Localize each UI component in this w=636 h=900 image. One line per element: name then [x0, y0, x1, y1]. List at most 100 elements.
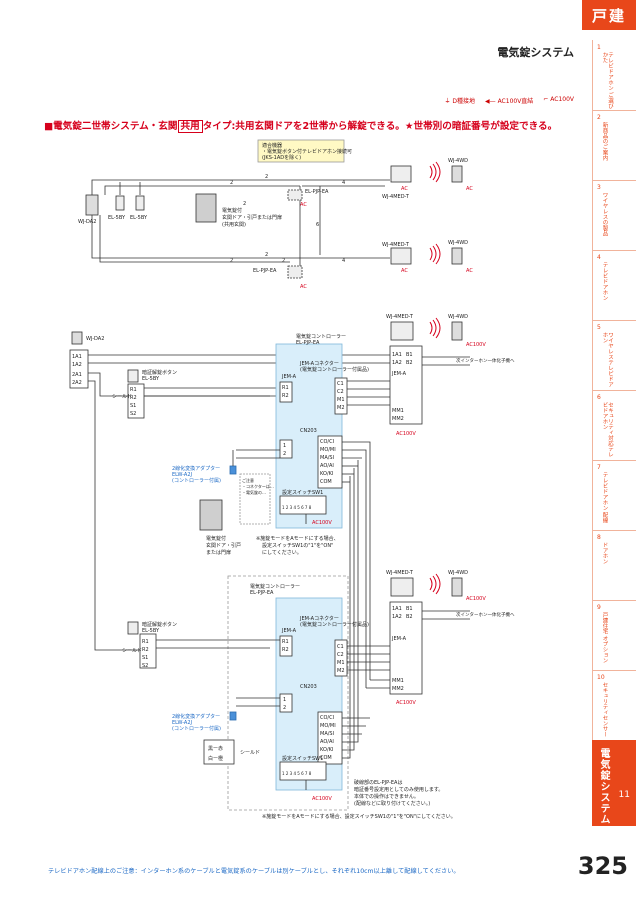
label-ac-b: AC	[466, 186, 473, 192]
compat-line1: ・電気錠ボタン付テレビドアホン接続可	[262, 148, 352, 155]
monitor-b-label: WJ-4MED-T	[386, 570, 414, 576]
dashed-note-4: (配線などに取り付けてください。)	[354, 800, 430, 807]
btn-a-r2: R2	[130, 395, 137, 401]
note-a-3: にしてください。	[262, 549, 302, 556]
mon-b-jem: JEM-A	[391, 636, 407, 642]
mon-b-b2: B2	[406, 614, 413, 620]
mon-a-mm2: MM2	[392, 416, 404, 422]
tab-active-electric-lock[interactable]: 電気錠システム 11	[592, 740, 636, 826]
dashed-note-3: 本体での操作はできません。	[354, 793, 419, 800]
wire-count-9: 4	[342, 258, 345, 264]
compat-line2: (JKS-1ADを除く)	[262, 154, 301, 161]
btn-b-r1: R1	[142, 639, 149, 645]
jem-a-m1: M1	[337, 397, 345, 403]
cn-a-1: 1	[283, 443, 286, 449]
shield-b: シールド	[122, 648, 142, 654]
note-b: ※施錠モードをAモードにする場合、設定スイッチSW1の"1"を"ON"にしてくだ…	[262, 813, 456, 820]
wiring-legend: ⏚ D種接地 ◀— AC100V直結 ⌐ AC100V	[444, 96, 574, 105]
adapter-note-3: ・電気錠の…	[242, 489, 266, 495]
dashed-note-2: 暗証番号設定用としてのみ使用します。	[354, 786, 443, 793]
ctrl-b-ac: AC100V	[312, 796, 332, 802]
jem-a-c2: C2	[337, 389, 344, 395]
adapter-note-2: ・コネクターは…	[242, 483, 274, 489]
wire-count-1: 2	[265, 174, 268, 180]
label-el-5by-b: EL-5BY	[130, 215, 148, 221]
sw-a-label: 設定スイッチSW1	[282, 489, 323, 496]
button-b-label-1: 暗証解錠ボタン	[142, 621, 177, 628]
btn-a-s2: S2	[130, 411, 136, 417]
jem-b-c2: C2	[337, 652, 344, 658]
cn-a-t5: KO/KI	[320, 471, 333, 477]
cn-b-2: 2	[283, 705, 286, 711]
mon-a-mm1: MM1	[392, 408, 404, 414]
da2-term-2: 1A2	[72, 362, 82, 368]
adapter-a-2: ELW-A2J	[172, 472, 192, 478]
cn-a-label: CN203	[300, 428, 317, 434]
mon-b-mm2: MM2	[392, 686, 404, 692]
jem-a-c1: C1	[337, 381, 344, 387]
wire-count-4: 2	[243, 201, 246, 207]
note-a-2: 設定スイッチSW1の"1"を"ON"	[262, 542, 333, 549]
mon-a-1a2: 1A2	[392, 360, 402, 366]
sw-b-label: 設定スイッチSW1	[282, 755, 323, 762]
label-monitor-b: WJ-4MED-T	[382, 242, 410, 248]
cn-a-t4: AO/AI	[320, 463, 334, 469]
da2-term-4: 2A2	[72, 380, 82, 386]
cn-b-t2: MO/MI	[320, 723, 336, 729]
label-door-2: 玄関ドア・引戸または門扉	[222, 214, 282, 221]
wire-count-6: 6	[316, 222, 319, 228]
mon-a-b2: B2	[406, 360, 413, 366]
jem-conn-a-1: JEM-Aコネクター	[299, 360, 339, 367]
adapter-note-1: ご注意	[242, 477, 254, 483]
note-a-1: ※施錠モードをAモードにする場合、	[256, 535, 339, 542]
adapter-a-1: 2線化変換アダプター	[172, 465, 220, 472]
jem-a-m2: M2	[337, 405, 345, 411]
jem-b-c1: C1	[337, 644, 344, 650]
headline-box: 共用	[177, 120, 203, 133]
ctrl-b-label-1: 電気錠コントローラー	[250, 583, 300, 590]
cn-a-t1: CO/CI	[320, 439, 334, 445]
jem-b-m1: M1	[337, 660, 345, 666]
legend-ac: ⌐ AC100V	[543, 96, 574, 103]
jem-conn-b-1: JEM-Aコネクター	[299, 615, 339, 622]
btn-a-s1: S1	[130, 403, 136, 409]
label-ac-e: AC	[300, 202, 307, 208]
compat-title: 適合機器	[262, 142, 282, 149]
btn-b-s2: S2	[142, 663, 148, 669]
ctrl-b-r2: R2	[282, 647, 289, 653]
button-a-label-1: 暗証解錠ボタン	[142, 369, 177, 376]
mon-b-mm1: MM1	[392, 678, 404, 684]
footer-note: テレビドアホン配線上のご注意：インターホン系のケーブルと電気錠系のケーブルは別ケ…	[48, 868, 460, 875]
mon-b-1a2: 1A2	[392, 614, 402, 620]
shield-c: シールド	[240, 750, 260, 756]
ctrl-b-r1: R1	[282, 639, 289, 645]
label-door-3: (共用玄関)	[222, 221, 246, 228]
cn-b-label: CN203	[300, 684, 317, 690]
wire-bw-1: 黒ー赤	[208, 746, 223, 752]
door-b-2: 玄関ドア・引戸	[206, 542, 241, 549]
da2-term-1: 1A1	[72, 354, 82, 360]
label-monitor-a: WJ-4MED-T	[382, 194, 410, 200]
next-station-b: 次インターホン一体化子機へ	[456, 611, 515, 618]
wire-count-2: 2	[230, 180, 233, 186]
next-station-a: 次インターホン一体化子機へ	[456, 357, 515, 364]
adapter-b-3: (コントローラー付属)	[172, 725, 221, 732]
wire-count-7: 2	[230, 258, 233, 264]
mon-a-1a1: 1A1	[392, 352, 402, 358]
page-number: 325	[577, 852, 628, 880]
sw-b-nums: 1 2 3 4 5 6 7 8	[282, 771, 312, 776]
page-title: 電気錠システム	[497, 46, 574, 59]
category-badge: 戸建	[582, 0, 636, 30]
cn-b-1: 1	[283, 697, 286, 703]
